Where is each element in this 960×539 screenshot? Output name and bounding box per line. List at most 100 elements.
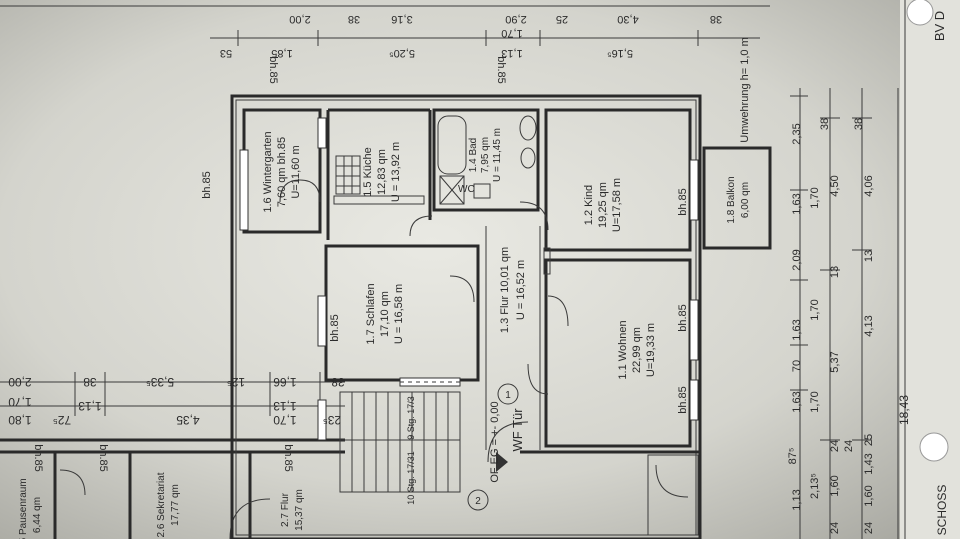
wf-tuer-label: WF Tür xyxy=(510,408,525,452)
top-dimension-line xyxy=(0,5,770,46)
kitchen-counter-grid xyxy=(335,155,361,195)
svg-text:U=17,58 m: U=17,58 m xyxy=(611,178,623,232)
room-label-1-1: 1.1 Wohnen 22,99 qm U=19,33 m xyxy=(617,320,657,379)
svg-text:72⁵: 72⁵ xyxy=(53,413,71,427)
svg-text:2.5 Pausenraum: 2.5 Pausenraum xyxy=(18,478,29,539)
svg-text:1,63: 1,63 xyxy=(791,193,803,214)
svg-text:bh.85: bh.85 xyxy=(97,444,109,472)
svg-text:5,33⁵: 5,33⁵ xyxy=(146,375,174,389)
svg-text:1,13: 1,13 xyxy=(501,47,522,59)
svg-text:5,37: 5,37 xyxy=(829,351,841,372)
svg-text:2,13⁵: 2,13⁵ xyxy=(809,473,821,499)
svg-text:bh.85: bh.85 xyxy=(677,304,689,332)
top-dimension-texts: 1,85 5,20⁵ 1,13 5,16⁵ 1,70 53 2,00 38 3,… xyxy=(220,13,722,59)
entry-arrow xyxy=(496,452,508,472)
geschoss-label: SCHOSS xyxy=(935,485,949,536)
svg-text:2,00: 2,00 xyxy=(289,13,310,25)
svg-text:24: 24 xyxy=(843,440,855,452)
svg-text:24: 24 xyxy=(863,522,875,534)
room-label-2-6: 2.6 Sekretariat 17,77 qm xyxy=(156,472,181,537)
svg-text:38: 38 xyxy=(819,118,831,130)
svg-text:1,70: 1,70 xyxy=(501,27,522,39)
marker-circle-1 xyxy=(497,383,519,405)
svg-text:U=19,33 m: U=19,33 m xyxy=(645,323,657,377)
left-building xyxy=(0,438,345,539)
svg-text:87⁵: 87⁵ xyxy=(787,448,799,465)
svg-text:bh.85: bh.85 xyxy=(677,188,689,216)
svg-text:1,13: 1,13 xyxy=(78,399,102,413)
svg-text:19,25 qm: 19,25 qm xyxy=(597,182,609,228)
svg-text:3,16: 3,16 xyxy=(391,13,412,25)
washbasin xyxy=(520,147,536,169)
svg-text:bh.85: bh.85 xyxy=(201,171,213,199)
svg-text:1.8 Balkon: 1.8 Balkon xyxy=(726,176,737,223)
svg-text:bh.85: bh.85 xyxy=(267,56,279,84)
svg-text:2,00: 2,00 xyxy=(8,375,32,389)
svg-text:25: 25 xyxy=(556,13,568,25)
svg-text:38: 38 xyxy=(331,375,345,389)
svg-text:1.4 Bad: 1.4 Bad xyxy=(468,138,479,172)
svg-text:1,13: 1,13 xyxy=(273,399,297,413)
toilet xyxy=(519,115,537,141)
shower xyxy=(439,175,465,205)
svg-text:2,35: 2,35 xyxy=(791,123,803,144)
svg-text:1.2 Kind: 1.2 Kind xyxy=(583,185,595,225)
svg-text:7,95 qm: 7,95 qm xyxy=(480,137,491,173)
svg-text:4,13: 4,13 xyxy=(863,315,875,336)
svg-text:2,90: 2,90 xyxy=(505,13,526,25)
bottom-dimension-texts: 1,13 2,13⁵ 87⁵ 1,63 1,70 70 1,63 1,70 2,… xyxy=(787,118,911,534)
svg-text:24: 24 xyxy=(829,522,841,534)
stair-upper-label: 9 Stg. 17/3 xyxy=(406,396,416,440)
svg-text:18,43: 18,43 xyxy=(897,395,911,425)
svg-text:1.5 Küche: 1.5 Küche xyxy=(362,147,374,197)
room-label-1-7: 1.7 Schlafen 17,10 qm U = 16,58 m xyxy=(365,283,405,344)
svg-text:1,80: 1,80 xyxy=(8,413,32,427)
svg-text:6,00 qm: 6,00 qm xyxy=(740,182,751,218)
marker-circle-2 xyxy=(467,489,489,511)
svg-text:12⁵: 12⁵ xyxy=(227,375,245,389)
svg-text:1,63: 1,63 xyxy=(791,391,803,412)
svg-text:1,63: 1,63 xyxy=(791,319,803,340)
bv-label: BV D xyxy=(932,11,947,41)
svg-text:23⁵: 23⁵ xyxy=(323,413,341,427)
left-dimension-lines xyxy=(0,372,345,416)
svg-text:38: 38 xyxy=(853,118,865,130)
svg-text:bh.85: bh.85 xyxy=(32,444,44,472)
svg-text:4,06: 4,06 xyxy=(863,175,875,196)
svg-text:U = 11,45 m: U = 11,45 m xyxy=(492,128,503,182)
svg-text:6,44 qm: 6,44 qm xyxy=(32,497,43,533)
svg-text:1,43: 1,43 xyxy=(863,453,875,474)
svg-text:4,30: 4,30 xyxy=(617,13,638,25)
room-label-1-2: 1.2 Kind 19,25 qm U=17,58 m xyxy=(583,178,623,232)
svg-text:1,66: 1,66 xyxy=(273,375,297,389)
svg-text:17,10 qm: 17,10 qm xyxy=(379,291,391,337)
room-label-1-8: 1.8 Balkon 6,00 qm xyxy=(726,176,751,223)
staircase xyxy=(339,391,461,493)
bh85-labels: bh.85 bh.85 bh.85 bh.85 bh.85 bh.85 bh.8… xyxy=(32,56,689,472)
svg-text:1,70: 1,70 xyxy=(809,187,821,208)
svg-text:bh.85: bh.85 xyxy=(329,314,341,342)
svg-text:1.6 Wintergarten: 1.6 Wintergarten xyxy=(262,131,274,212)
svg-text:12,83 qm: 12,83 qm xyxy=(376,149,388,195)
svg-text:1,70: 1,70 xyxy=(809,391,821,412)
punch-hole-top xyxy=(906,0,934,26)
left-dimension-texts: 2,00 38 5,33⁵ 12⁵ 1,66 38 1,80 1,13 4,35… xyxy=(8,375,345,427)
wc-label: WC xyxy=(458,184,475,195)
svg-text:1,60: 1,60 xyxy=(829,475,841,496)
stair-lower-label: 10 Stg. 17/31 xyxy=(406,451,416,505)
punch-hole-bottom xyxy=(919,432,949,462)
room-label-1-4: 1.4 Bad 7,95 qm U = 11,45 m xyxy=(468,128,503,182)
svg-text:1,70: 1,70 xyxy=(8,395,32,409)
svg-text:bh.85: bh.85 xyxy=(282,444,294,472)
svg-text:13: 13 xyxy=(863,250,875,262)
svg-text:70: 70 xyxy=(791,360,803,372)
svg-text:2.7 Flur: 2.7 Flur xyxy=(280,492,291,527)
bathtub xyxy=(437,115,467,175)
svg-text:7,60 qm bh.85: 7,60 qm bh.85 xyxy=(276,137,288,207)
svg-text:38: 38 xyxy=(348,13,360,25)
room-label-1-5: 1.5 Küche 12,83 qm U = 13,92 m xyxy=(362,142,402,202)
room-label-2-5: 2.5 Pausenraum 6,44 qm xyxy=(18,478,43,539)
